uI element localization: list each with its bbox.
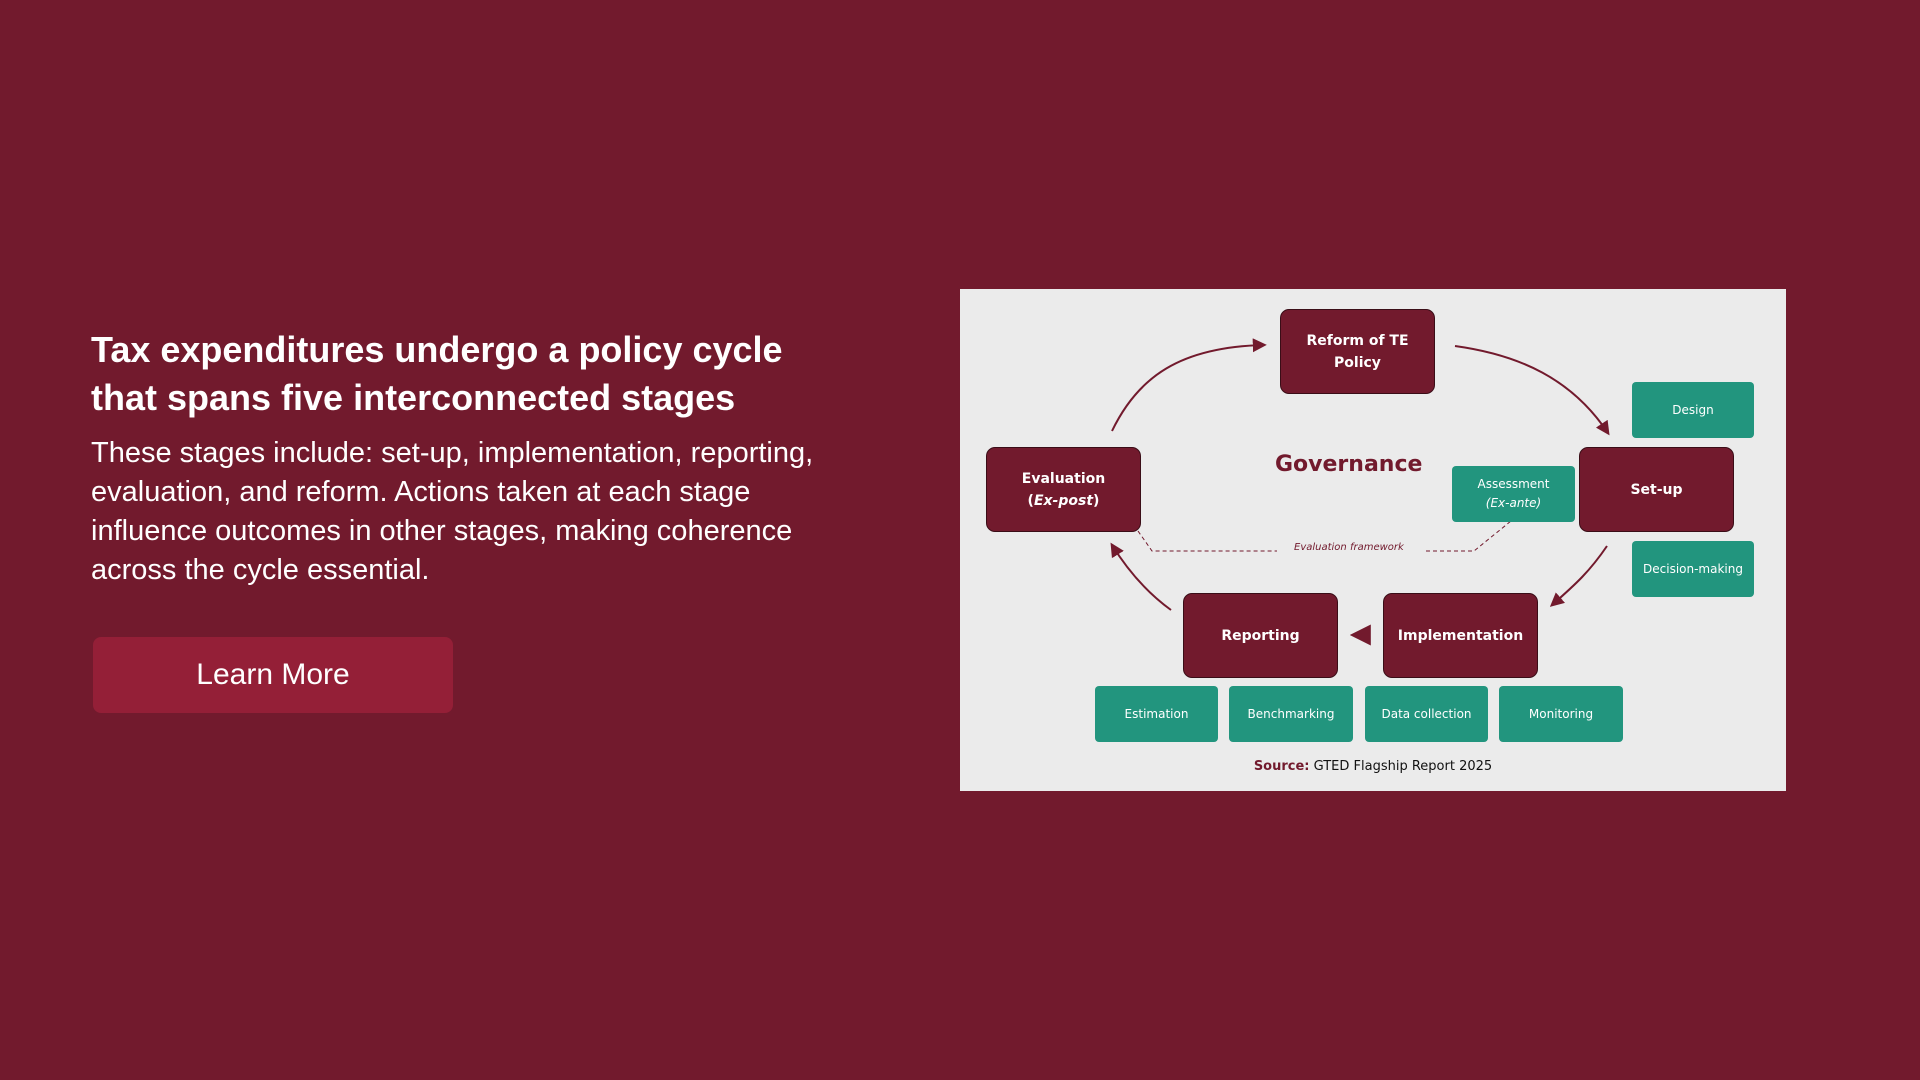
source-note: Source: GTED Flagship Report 2025 — [960, 759, 1786, 774]
evaluation-framework-label: Evaluation framework — [1294, 542, 1404, 553]
tool-estimation: Estimation — [1095, 686, 1218, 742]
source-label: Source: — [1253, 759, 1310, 774]
arrow-setup-to-implementation — [1549, 545, 1608, 607]
tool-design: Design — [1632, 382, 1754, 438]
tool-benchmarking: Benchmarking — [1229, 686, 1353, 742]
source-text: GTED Flagship Report 2025 — [1309, 759, 1493, 774]
evaluation-framework-line-left — [1137, 530, 1277, 552]
arrow-reporting-to-evaluation — [1110, 542, 1172, 611]
tool-assessment-line1: Assessment — [1477, 477, 1550, 491]
diagram-connectors — [1110, 338, 1610, 646]
tool-monitoring-label: Monitoring — [1528, 706, 1594, 721]
tool-decision-making-label: Decision-making — [1643, 561, 1743, 576]
tool-data-collection: Data collection — [1365, 686, 1488, 742]
stage-implementation: Implementation — [1383, 593, 1538, 678]
arrow-evaluation-to-reform — [1111, 338, 1267, 432]
tool-benchmarking-label: Benchmarking — [1247, 706, 1335, 721]
stage-reporting: Reporting — [1183, 593, 1338, 678]
hero-description: These stages include: set-up, implementa… — [91, 437, 814, 586]
tool-assessment-line2: (Ex-ante) — [1485, 496, 1542, 510]
governance-label: Governance — [1275, 452, 1423, 477]
tool-data-collection-label: Data collection — [1381, 706, 1472, 721]
arrow-reform-to-setup — [1454, 345, 1610, 436]
tool-decision-making: Decision-making — [1632, 541, 1754, 597]
stage-evaluation: Evaluation (Ex-post) — [986, 447, 1141, 532]
tool-estimation-label: Estimation — [1124, 706, 1189, 721]
stage-reform-line2: Policy — [1334, 354, 1381, 371]
tool-design-label: Design — [1672, 402, 1714, 417]
stage-implementation-label: Implementation — [1397, 627, 1524, 644]
stage-reform: Reform of TE Policy — [1280, 309, 1435, 394]
evaluation-framework-line-right — [1426, 520, 1512, 552]
stage-setup-label: Set-up — [1630, 481, 1683, 498]
policy-cycle-diagram: Governance Evaluation framework Reform o… — [960, 289, 1786, 791]
hero-text: Tax expenditures undergo a policy cycle … — [91, 326, 881, 590]
stage-evaluation-line1: Evaluation — [1021, 470, 1106, 487]
tool-assessment: Assessment (Ex-ante) — [1452, 466, 1575, 522]
stage-evaluation-line2: (Ex-post) — [1027, 492, 1100, 509]
learn-more-button[interactable]: Learn More — [93, 637, 453, 713]
stage-setup: Set-up — [1579, 447, 1734, 532]
stage-reform-line1: Reform of TE — [1306, 332, 1409, 349]
tool-monitoring: Monitoring — [1499, 686, 1623, 742]
stage-reporting-label: Reporting — [1221, 627, 1300, 644]
headline: Tax expenditures undergo a policy cycle … — [91, 329, 783, 418]
